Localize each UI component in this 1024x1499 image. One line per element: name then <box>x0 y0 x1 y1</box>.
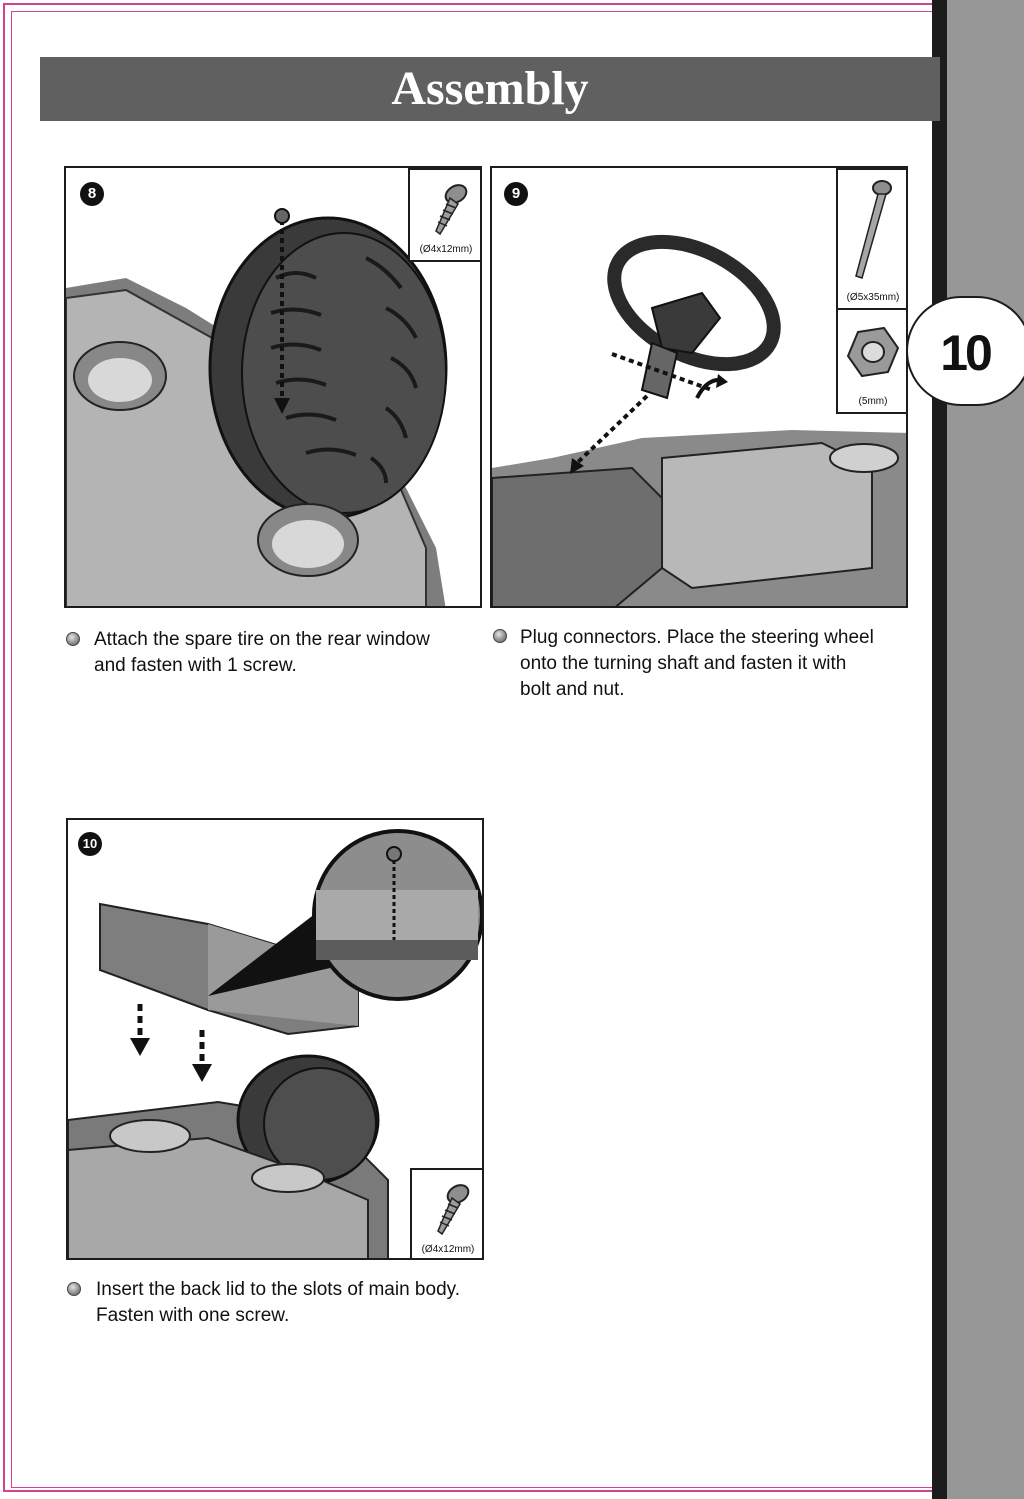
step-10-bullet <box>67 1282 81 1296</box>
step-8-line-2: and fasten with 1 screw. <box>94 655 297 676</box>
step-9-line-3: bolt and nut. <box>520 679 625 700</box>
screw-icon <box>437 1184 470 1236</box>
step-9-illustration: 9 (Ø5x35mm) (5mm) <box>490 166 908 608</box>
step-10-line-2: Fasten with one screw. <box>96 1305 290 1326</box>
screw-icon <box>435 184 468 236</box>
step-8-parts-box: (Ø4x12mm) <box>408 168 480 262</box>
step-9-badge: 9 <box>504 182 528 206</box>
step-10-badge: 10 <box>78 832 102 856</box>
title-bar: Assembly <box>40 57 940 121</box>
spare-tire-illustration <box>66 208 448 606</box>
steering-wheel-illustration <box>492 234 906 606</box>
page-number-tab <box>906 296 1024 406</box>
step-10-line-1: Insert the back lid to the slots of main… <box>96 1279 461 1300</box>
page-number: 10 <box>940 325 993 381</box>
step-9-instruction: Plug connectors. Place the steering whee… <box>520 625 920 703</box>
side-edge-dark <box>932 0 947 1499</box>
step-8-line-1: Attach the spare tire on the rear window <box>94 629 430 650</box>
page-title: Assembly <box>391 62 589 115</box>
step-9-nut-box: (5mm) <box>836 308 906 414</box>
step-9-bolt-label: (Ø5x35mm) <box>846 292 900 303</box>
side-edge-grey <box>947 0 1024 1499</box>
step-8-illustration: 8 (Ø4x12mm) <box>64 166 482 608</box>
step-8-part-label: (Ø4x12mm) <box>419 244 473 255</box>
nut-icon <box>846 326 900 378</box>
step-10-part-label: (Ø4x12mm) <box>421 1244 475 1255</box>
step-9-line-1: Plug connectors. Place the steering whee… <box>520 627 874 648</box>
step-10-instruction: Insert the back lid to the slots of main… <box>96 1277 516 1329</box>
back-lid-illustration <box>68 829 482 1258</box>
step-10-parts-box: (Ø4x12mm) <box>410 1168 482 1258</box>
step-9-line-2: onto the turning shaft and fasten it wit… <box>520 653 847 674</box>
step-8-instruction: Attach the spare tire on the rear window… <box>94 627 484 679</box>
step-9-bolt-box: (Ø5x35mm) <box>836 168 906 310</box>
step-8-bullet <box>66 632 80 646</box>
step-9-bullet <box>493 629 507 643</box>
step-8-badge: 8 <box>80 182 104 206</box>
bolt-icon <box>855 180 892 279</box>
step-10-illustration: 10 (Ø4x12mm) <box>66 818 484 1260</box>
step-9-nut-label: (5mm) <box>858 396 888 407</box>
